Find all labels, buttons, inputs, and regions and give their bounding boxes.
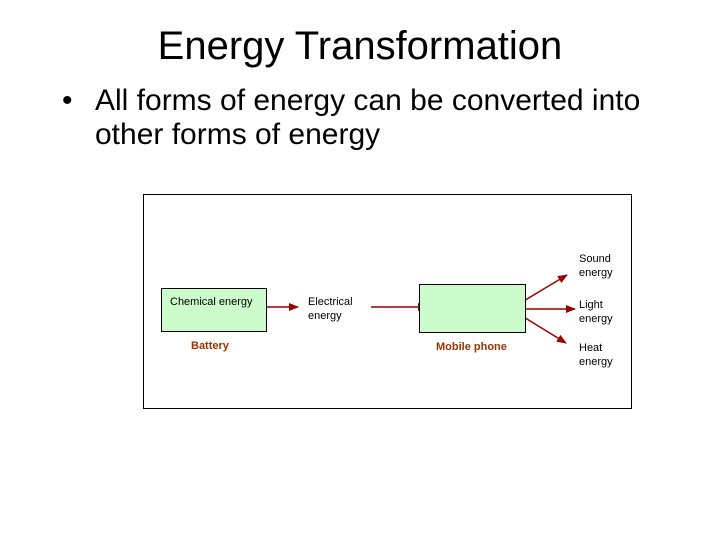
- energy-diagram: Chemical energy Battery Electrical energ…: [144, 195, 631, 408]
- heat-energy-label: Heat energy: [579, 342, 613, 368]
- electrical-energy-label: Electrical energy: [308, 296, 353, 322]
- chemical-energy-box: Chemical energy: [161, 288, 267, 332]
- bullet-text: All forms of energy can be converted int…: [95, 84, 641, 151]
- sound-energy-label: Sound energy: [579, 253, 613, 279]
- bullet-item: • All forms of energy can be converted i…: [62, 84, 702, 152]
- light-energy-label: Light energy: [579, 299, 613, 325]
- battery-caption: Battery: [191, 340, 229, 352]
- arrow-device-to-sound: [521, 274, 568, 303]
- arrow-device-to-heat: [521, 315, 567, 344]
- bullet-marker: •: [62, 84, 73, 117]
- energy-diagram-frame: Chemical energy Battery Electrical energ…: [143, 194, 632, 409]
- slide-title: Energy Transformation: [157, 24, 563, 68]
- mobile-phone-caption: Mobile phone: [436, 341, 507, 353]
- mobile-phone-box: [419, 284, 526, 333]
